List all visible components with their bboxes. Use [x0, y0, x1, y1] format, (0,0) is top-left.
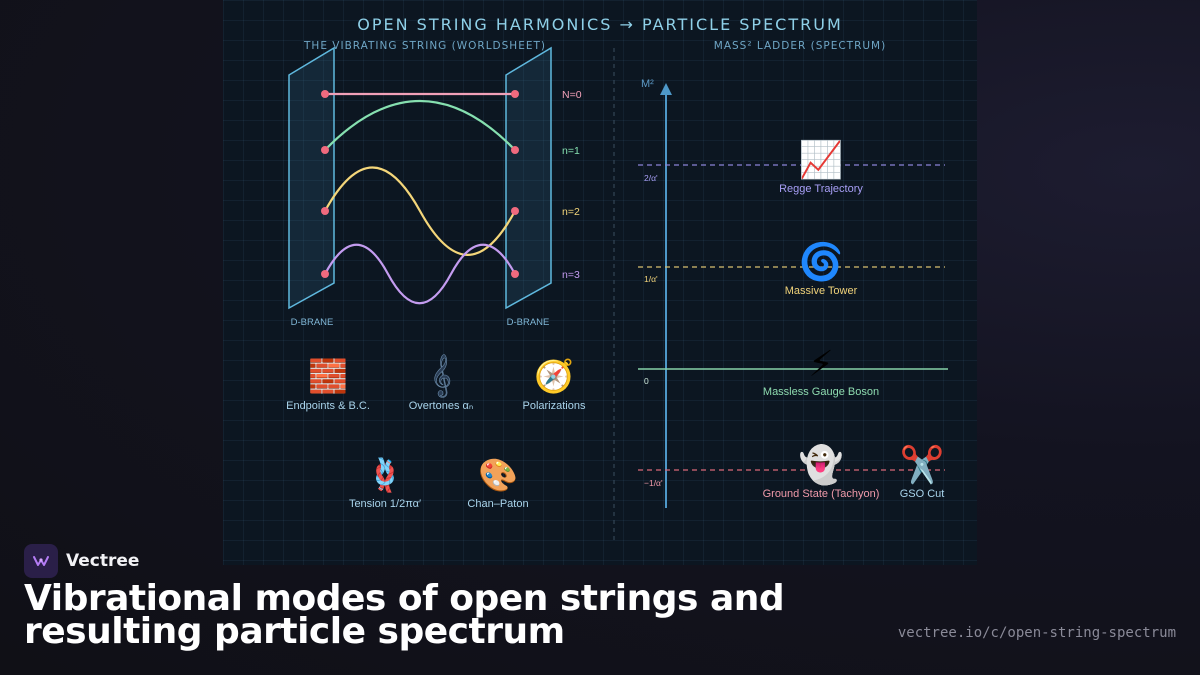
brand-name: Vectree: [66, 551, 140, 571]
spectrum-title: MASS² LADDER (SPECTRUM): [714, 40, 886, 52]
level-label-massive: Massive Tower: [785, 285, 858, 297]
right-d-brane: [505, 46, 552, 310]
tick-label-massless: 0: [644, 376, 649, 386]
mode-1-string: [324, 99, 516, 151]
level-label-regge: Regge Trajectory: [779, 183, 863, 195]
chart-increasing-icon: 📈: [799, 139, 844, 181]
mass-axis-label: M²: [641, 78, 654, 90]
diagram-title: OPEN STRING HARMONICS → PARTICLE SPECTRU…: [357, 15, 843, 34]
logo-mark: [33, 556, 49, 566]
concept-label-polarizations: Polarizations: [523, 400, 586, 412]
endpoint-dot: [321, 90, 329, 98]
right-brane-label: D-BRANE: [507, 317, 550, 328]
endpoint-dot: [511, 270, 519, 278]
left-brane-label: D-BRANE: [291, 317, 334, 328]
worldsheet-title: THE VIBRATING STRING (WORLDSHEET): [303, 40, 546, 52]
diagram-panel: OPEN STRING HARMONICS → PARTICLE SPECTRU…: [223, 0, 977, 565]
compass-icon: 🧭: [534, 357, 574, 395]
diagram-svg: OPEN STRING HARMONICS → PARTICLE SPECTRU…: [286, 15, 948, 540]
mode-label-2: n=2: [562, 206, 580, 218]
palette-icon: 🎨: [478, 456, 518, 494]
scissors-icon: ✂️: [900, 443, 945, 486]
source-url[interactable]: vectree.io/c/open-string-spectrum: [897, 625, 1176, 641]
tick-label-massive: 1/α': [644, 274, 658, 284]
level-label-tachyon: Ground State (Tachyon): [763, 488, 880, 500]
endpoint-dot: [511, 146, 519, 154]
mode-label-3: n=3: [562, 269, 580, 281]
mode-3-string: [324, 243, 516, 305]
mode-label-0: N=0: [562, 89, 582, 101]
gso-cut-label: GSO Cut: [900, 488, 945, 500]
page-caption: Vibrational modes of open strings and re…: [24, 578, 785, 652]
tick-label-regge: 2/α': [644, 173, 658, 183]
mass-axis-arrow: [660, 83, 672, 95]
cyclone-icon: 🌀: [799, 240, 844, 283]
brick-icon: 🧱: [308, 357, 348, 395]
endpoint-dot: [321, 270, 329, 278]
lightning-icon: ⚡: [808, 344, 833, 385]
endpoint-dot: [511, 207, 519, 215]
concept-label-endpoints: Endpoints & B.C.: [286, 400, 370, 412]
level-label-massless: Massless Gauge Boson: [763, 386, 879, 398]
treble-clef-icon: 𝄞: [430, 354, 451, 397]
knot-icon: 🪢: [365, 456, 405, 494]
vectree-logo-icon: [24, 544, 58, 578]
tick-label-tachyon: −1/α': [644, 478, 663, 488]
mode-2-string: [324, 166, 516, 256]
brand: Vectree: [24, 544, 139, 578]
ghost-icon: 👻: [799, 443, 844, 486]
concept-label-overtones: Overtones αₙ: [409, 400, 474, 412]
left-d-brane: [288, 46, 335, 310]
endpoint-dot: [321, 207, 329, 215]
string-endpoints: [321, 90, 519, 278]
concept-label-tension: Tension 1/2πα′: [349, 498, 421, 510]
endpoint-dot: [511, 90, 519, 98]
concept-label-chan-paton: Chan–Paton: [467, 498, 528, 510]
mode-label-1: n=1: [562, 145, 580, 157]
endpoint-dot: [321, 146, 329, 154]
